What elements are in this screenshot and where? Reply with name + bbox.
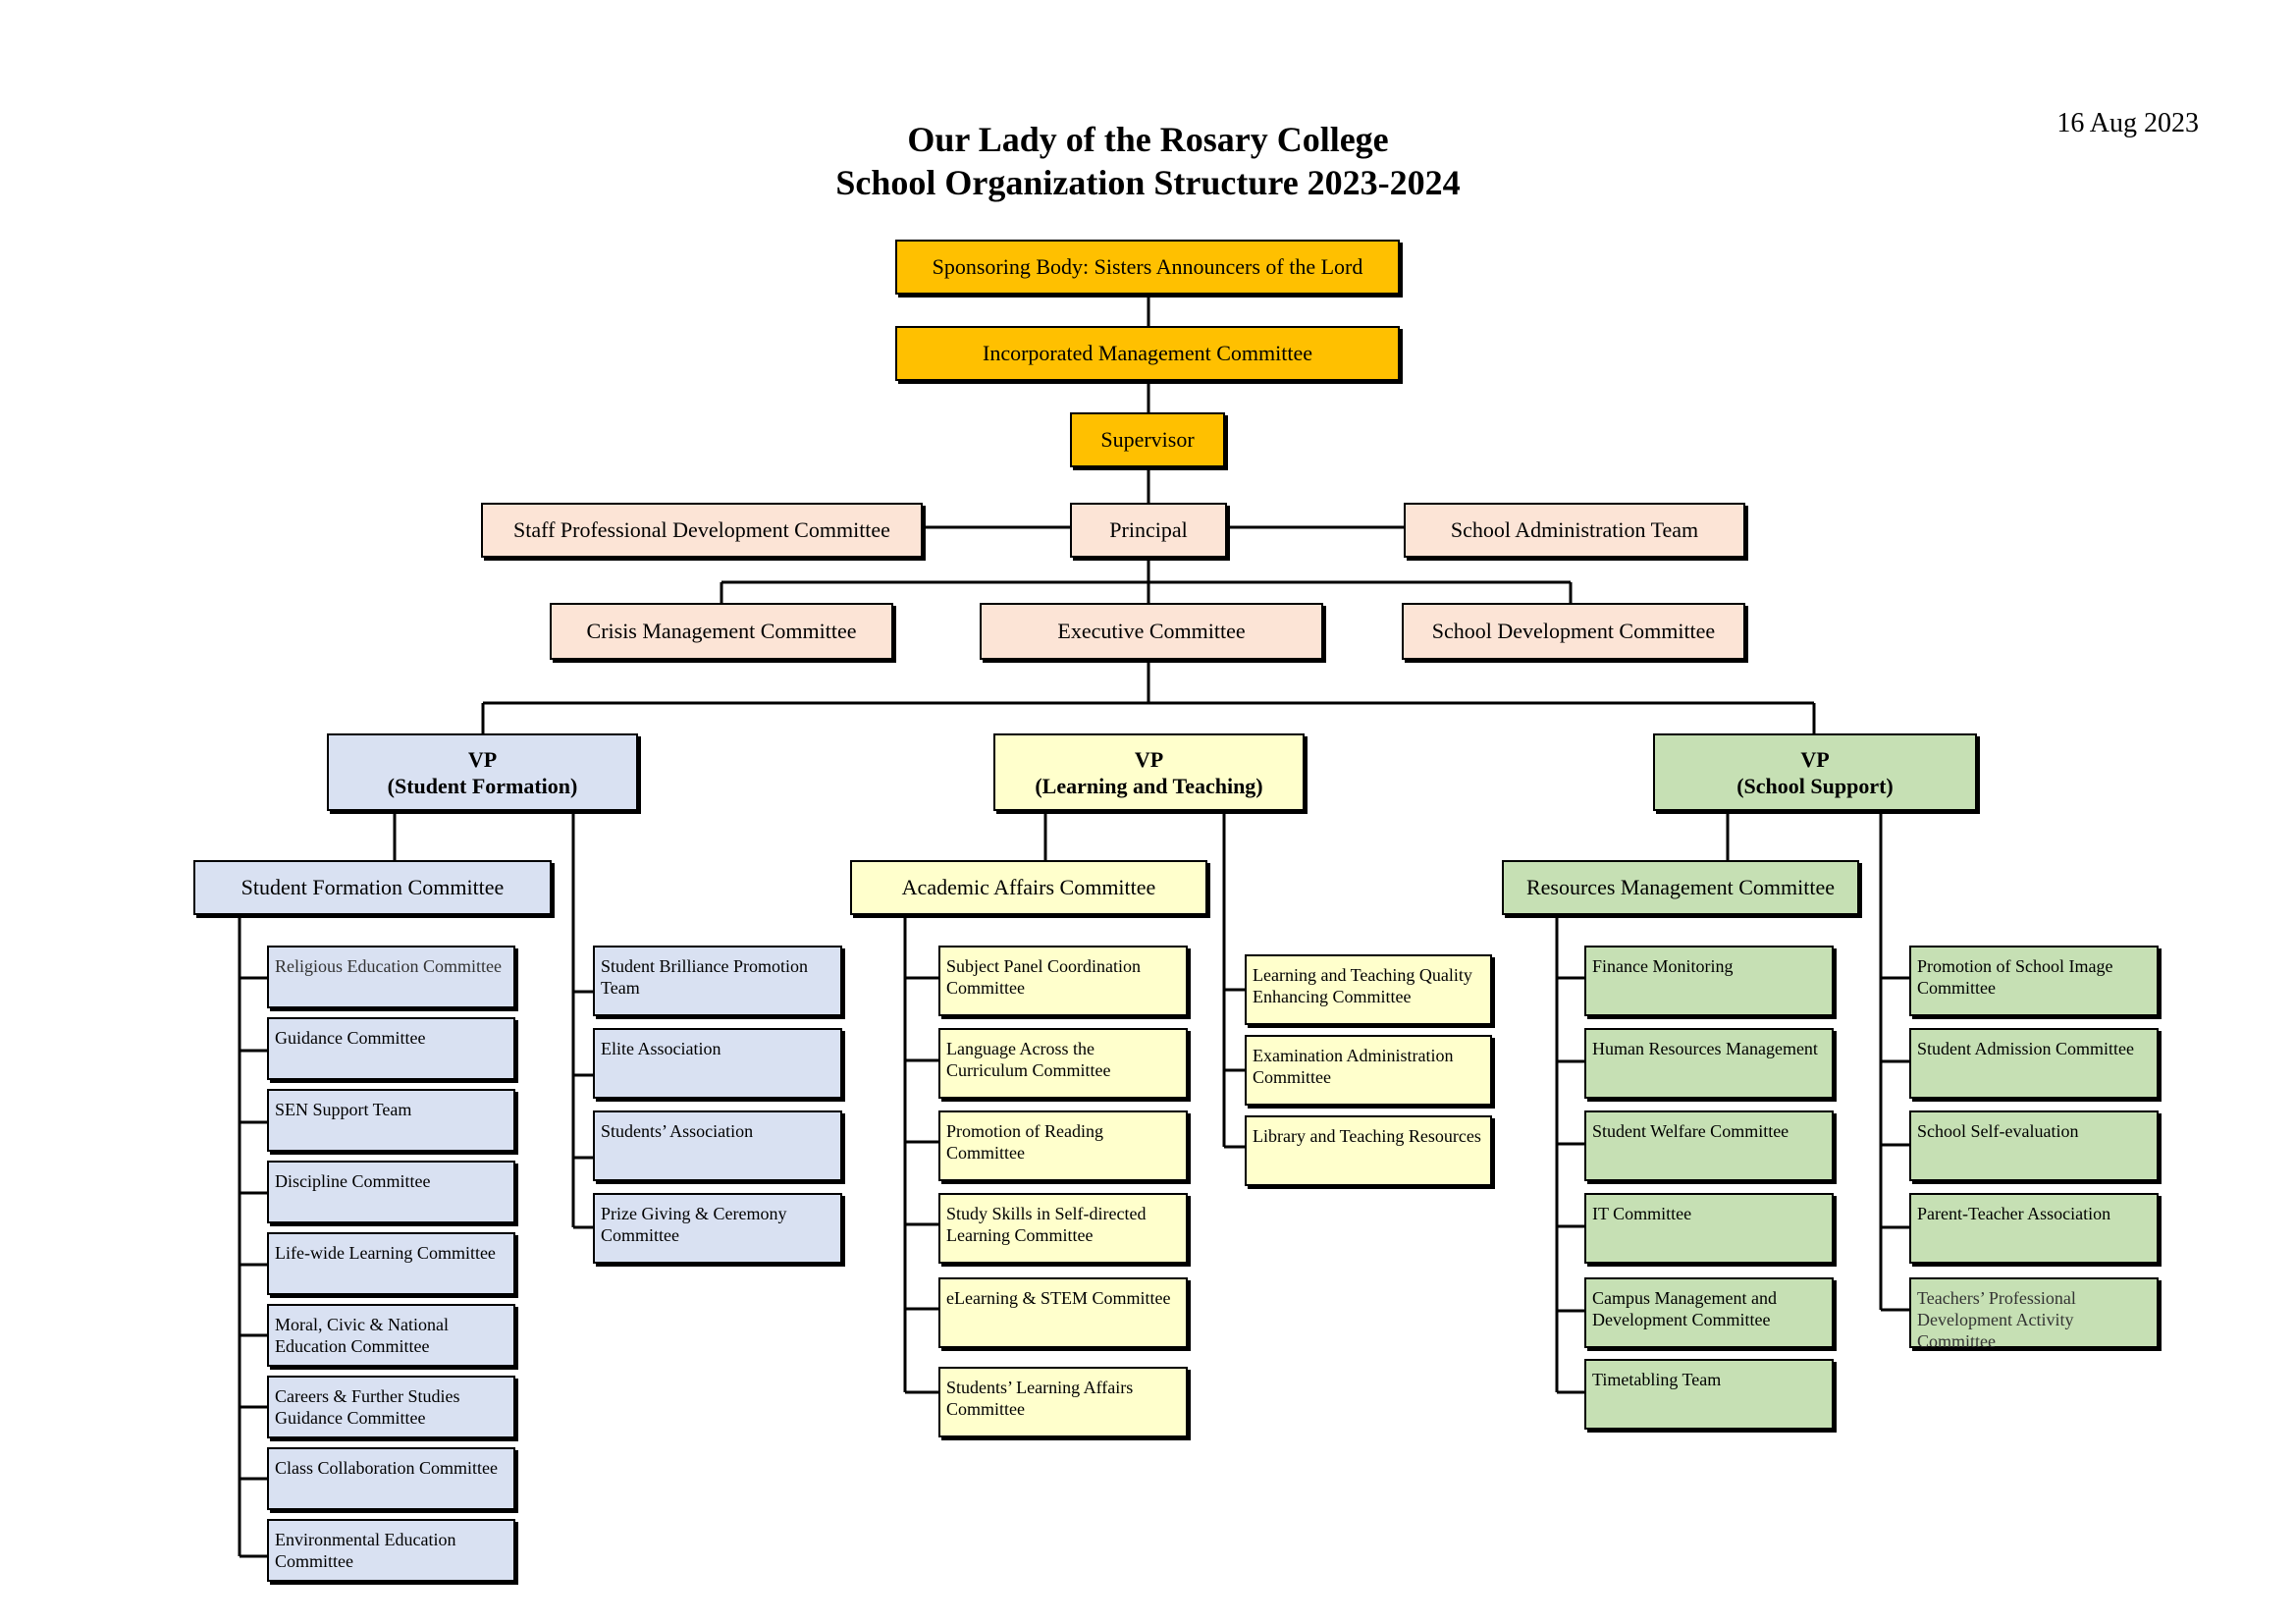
- supervisor-box: Supervisor: [1070, 412, 1225, 467]
- list-item: Examination Administration Committee: [1245, 1035, 1492, 1106]
- student-formation-committee: Student Formation Committee: [193, 860, 552, 915]
- list-item: Life-wide Learning Committee: [267, 1232, 515, 1295]
- list-item: Library and Teaching Resources: [1245, 1115, 1492, 1186]
- list-item: Teachers’ Professional Development Activ…: [1909, 1277, 2159, 1351]
- list-item: Study Skills in Self-directed Learning C…: [938, 1193, 1188, 1264]
- principal-box: Principal: [1070, 503, 1227, 558]
- list-item: Guidance Committee: [267, 1017, 515, 1080]
- date-label: 16 Aug 2023: [2056, 108, 2199, 138]
- vp-portfolio: (Learning and Teaching): [1035, 773, 1263, 798]
- vp-portfolio: (Student Formation): [387, 773, 578, 798]
- page-subtitle: School Organization Structure 2023-2024: [835, 163, 1461, 202]
- page-title: Our Lady of the Rosary College: [907, 120, 1389, 159]
- list-item: Careers & Further Studies Guidance Commi…: [267, 1376, 515, 1438]
- list-item: eLearning & STEM Committee: [938, 1277, 1188, 1348]
- vp-portfolio: (School Support): [1736, 773, 1894, 798]
- vp-school-support: VP (School Support): [1653, 733, 1977, 811]
- list-item: SEN Support Team: [267, 1089, 515, 1152]
- list-item: Class Collaboration Committee: [267, 1447, 515, 1510]
- list-item: Timetabling Team: [1584, 1359, 1834, 1430]
- list-item: Students’ Association: [593, 1110, 842, 1181]
- list-item: Elite Association: [593, 1028, 842, 1099]
- school-admin-box: School Administration Team: [1404, 503, 1745, 558]
- academic-affairs-committee: Academic Affairs Committee: [850, 860, 1207, 915]
- list-item: Human Resources Management: [1584, 1028, 1834, 1099]
- list-item: Environmental Education Committee: [267, 1519, 515, 1582]
- list-item: Subject Panel Coordination Committee: [938, 946, 1188, 1016]
- school-dev-box: School Development Committee: [1402, 603, 1745, 660]
- list-item: Student Brilliance Promotion Team: [593, 946, 842, 1016]
- imc-box: Incorporated Management Committee: [895, 326, 1400, 381]
- vp-student-formation: VP (Student Formation): [327, 733, 638, 811]
- list-item: Parent-Teacher Association: [1909, 1193, 2159, 1264]
- staff-pd-box: Staff Professional Development Committee: [481, 503, 923, 558]
- list-item: Discipline Committee: [267, 1161, 515, 1223]
- list-item: School Self-evaluation: [1909, 1110, 2159, 1181]
- list-item: Finance Monitoring: [1584, 946, 1834, 1016]
- list-item: Prize Giving & Ceremony Committee: [593, 1193, 842, 1264]
- list-item: Promotion of Reading Committee: [938, 1110, 1188, 1181]
- list-item: Learning and Teaching Quality Enhancing …: [1245, 954, 1492, 1025]
- crisis-box: Crisis Management Committee: [550, 603, 893, 660]
- list-item: Promotion of School Image Committee: [1909, 946, 2159, 1016]
- list-item: Student Welfare Committee: [1584, 1110, 1834, 1181]
- list-item: Language Across the Curriculum Committee: [938, 1028, 1188, 1099]
- sponsoring-body-box: Sponsoring Body: Sisters Announcers of t…: [895, 240, 1400, 295]
- executive-box: Executive Committee: [980, 603, 1323, 660]
- list-item: Moral, Civic & National Education Commit…: [267, 1304, 515, 1367]
- list-item: Student Admission Committee: [1909, 1028, 2159, 1099]
- list-item: Religious Education Committee: [267, 946, 515, 1008]
- list-item: Campus Management and Development Commit…: [1584, 1277, 1834, 1348]
- list-item: IT Committee: [1584, 1193, 1834, 1264]
- vp-title: VP: [1134, 746, 1164, 772]
- vp-title: VP: [1800, 746, 1830, 772]
- list-item: Students’ Learning Affairs Committee: [938, 1367, 1188, 1437]
- resources-management-committee: Resources Management Committee: [1502, 860, 1859, 915]
- vp-title: VP: [467, 746, 498, 772]
- vp-learning-teaching: VP (Learning and Teaching): [993, 733, 1305, 811]
